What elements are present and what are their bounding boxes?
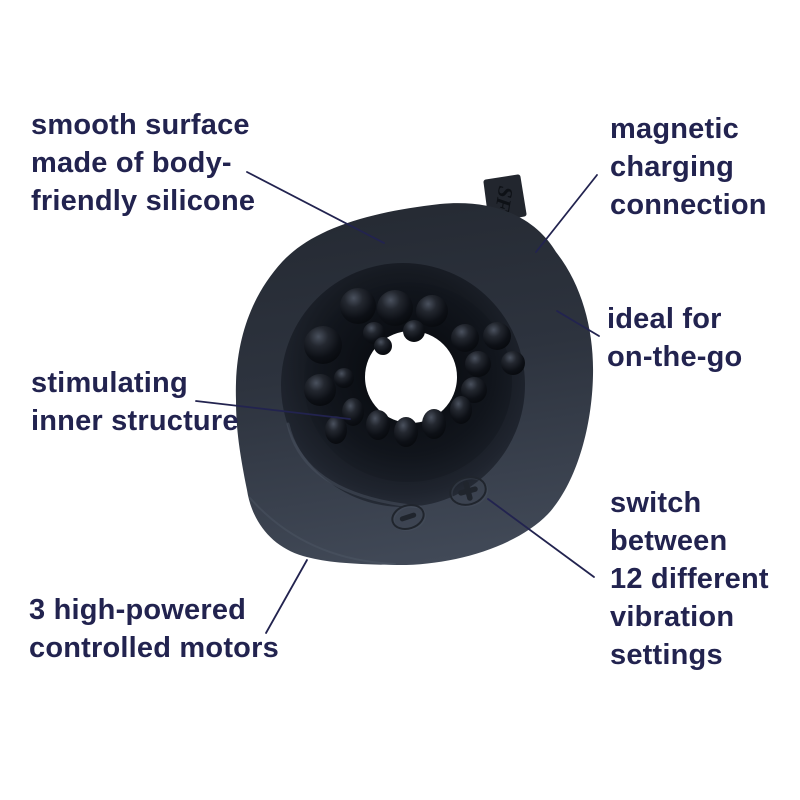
center-hole (365, 331, 457, 423)
minus-button (391, 503, 427, 532)
pointer-line-high-powered-motors (265, 559, 308, 634)
pointer-line-magnetic-charging (535, 174, 598, 253)
body-edge-highlight (249, 497, 396, 565)
label-stimulating-inner-structure: stimulating inner structure (31, 367, 239, 437)
well-rim-highlight (286, 422, 422, 509)
plus-icon (458, 481, 478, 501)
pointer-line-ideal-on-the-go (556, 310, 600, 337)
pointer-line-vibration-settings (487, 498, 595, 578)
minus-icon (399, 512, 417, 522)
label-high-powered-motors: 3 high-powered controlled motors (29, 594, 279, 664)
label-magnetic-charging: magnetic charging connection (610, 113, 767, 221)
label-ideal-on-the-go: ideal for on-the-go (607, 303, 743, 373)
label-vibration-settings: switch between 12 different vibration se… (610, 487, 769, 671)
pointer-line-smooth-silicone (246, 171, 385, 244)
pointer-line-stimulating-inner-structure (195, 400, 351, 420)
label-smooth-silicone: smooth surface made of body- friendly si… (31, 109, 256, 217)
plus-button (449, 476, 489, 508)
